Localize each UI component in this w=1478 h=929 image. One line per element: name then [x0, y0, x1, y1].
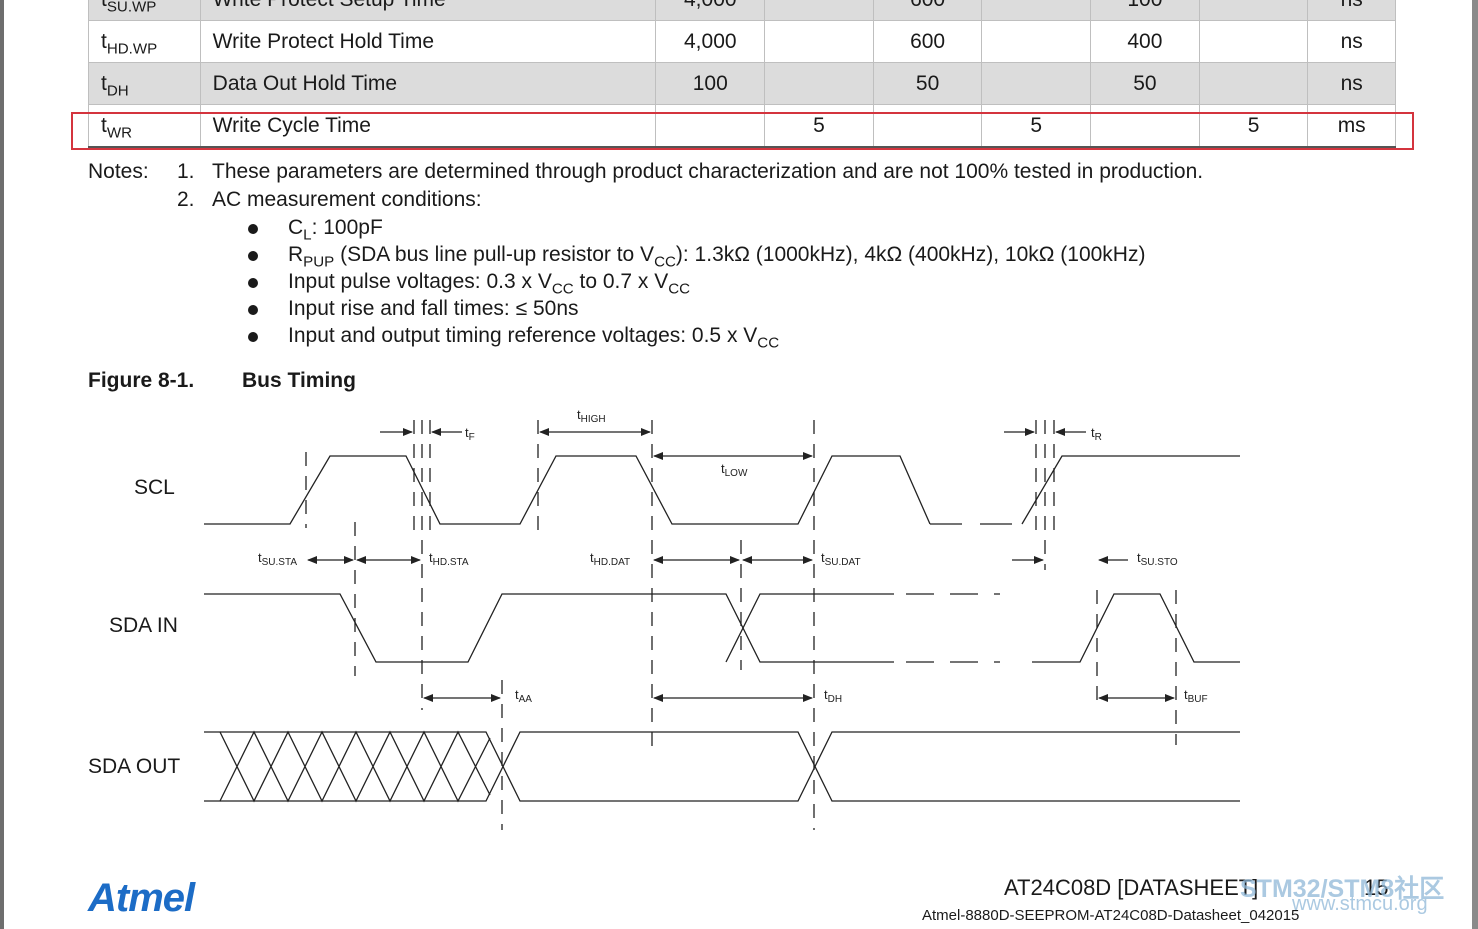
bullet-icon [248, 251, 258, 261]
signal-label-scl: SCL [134, 476, 175, 499]
figure-caption: Figure 8-1. Bus Timing [88, 369, 356, 393]
label-tr: tR [1091, 425, 1102, 443]
bullet-text: RPUP (SDA bus line pull-up resistor to V… [288, 243, 1146, 271]
atmel-logo: Atmel [88, 876, 195, 920]
bullet-text: Input and output timing reference voltag… [288, 324, 780, 352]
signal-label-sda-in: SDA IN [109, 614, 178, 637]
note-number: 2. [177, 188, 195, 211]
bullet-text: Input pulse voltages: 0.3 x VCC to 0.7 x… [288, 270, 691, 298]
label-tsu-sto: tSU.STO [1137, 550, 1178, 568]
timing-arrows [307, 428, 1175, 702]
document-id: Atmel-8880D-SEEPROM-AT24C08D-Datasheet_0… [922, 907, 1300, 924]
table-row: tSU.WP Write Protect Setup Time 4,000 60… [88, 0, 1396, 21]
figure-number: Figure 8-1. [88, 369, 195, 392]
note-number: 1. [177, 160, 195, 183]
signal-label-sda-out: SDA OUT [88, 755, 181, 778]
watermark: STM32/STM8社区 [1240, 875, 1445, 903]
bullet-icon [248, 332, 258, 342]
bullet-text: Input rise and fall times: ≤ 50ns [288, 297, 579, 320]
label-tlow: tLOW [721, 461, 748, 479]
label-thigh: tHIGH [577, 407, 606, 425]
bullet-text: CL: 100pF [288, 216, 383, 244]
page-number: 15 [1364, 875, 1389, 900]
note-text: AC measurement conditions: [212, 188, 482, 211]
reference-lines [305, 420, 1177, 830]
table-row: tHD.WP Write Protect Hold Time 4,000 600… [88, 20, 1396, 63]
sda-out-crosshatch [204, 730, 491, 803]
label-thd-sta: tHD.STA [429, 550, 469, 568]
scl-waveform [204, 455, 931, 525]
note-text: These parameters are determined through … [212, 160, 1204, 183]
bullet-icon [248, 278, 258, 288]
datasheet-title: AT24C08D [DATASHEET] [1004, 875, 1259, 900]
figure-title: Bus Timing [242, 369, 356, 392]
label-tsu-sta: tSU.STA [258, 550, 297, 568]
bullet-icon [248, 305, 258, 315]
table-row: tDH Data Out Hold Time 100 50 50 ns [88, 62, 1396, 105]
label-tsu-dat: tSU.DAT [821, 550, 861, 568]
highlight-box [71, 112, 1414, 150]
bullet-icon [248, 224, 258, 234]
label-taa: tAA [515, 687, 532, 705]
label-tf: tF [465, 425, 475, 443]
table-row-write-cycle: tWR Write Cycle Time 5 5 5 ms [88, 104, 1396, 148]
notes-label: Notes: [88, 160, 149, 183]
viewer-left-edge [0, 0, 4, 929]
label-tbuf: tBUF [1184, 687, 1208, 705]
sda-out-waveform [220, 731, 1240, 802]
sda-in-waveform [204, 593, 894, 663]
ac-characteristics-table: tSU.WP Write Protect Setup Time 4,000 60… [88, 0, 1396, 148]
label-tdh: tDH [824, 687, 842, 705]
bus-timing-diagram: tF tHIGH tLOW tR tSU.STA tHD.STA tHD.DAT… [204, 407, 1240, 830]
viewer-right-edge [1472, 0, 1478, 929]
watermark-url: www.stmcu.org [1292, 893, 1428, 915]
label-thd-dat: tHD.DAT [590, 550, 630, 568]
